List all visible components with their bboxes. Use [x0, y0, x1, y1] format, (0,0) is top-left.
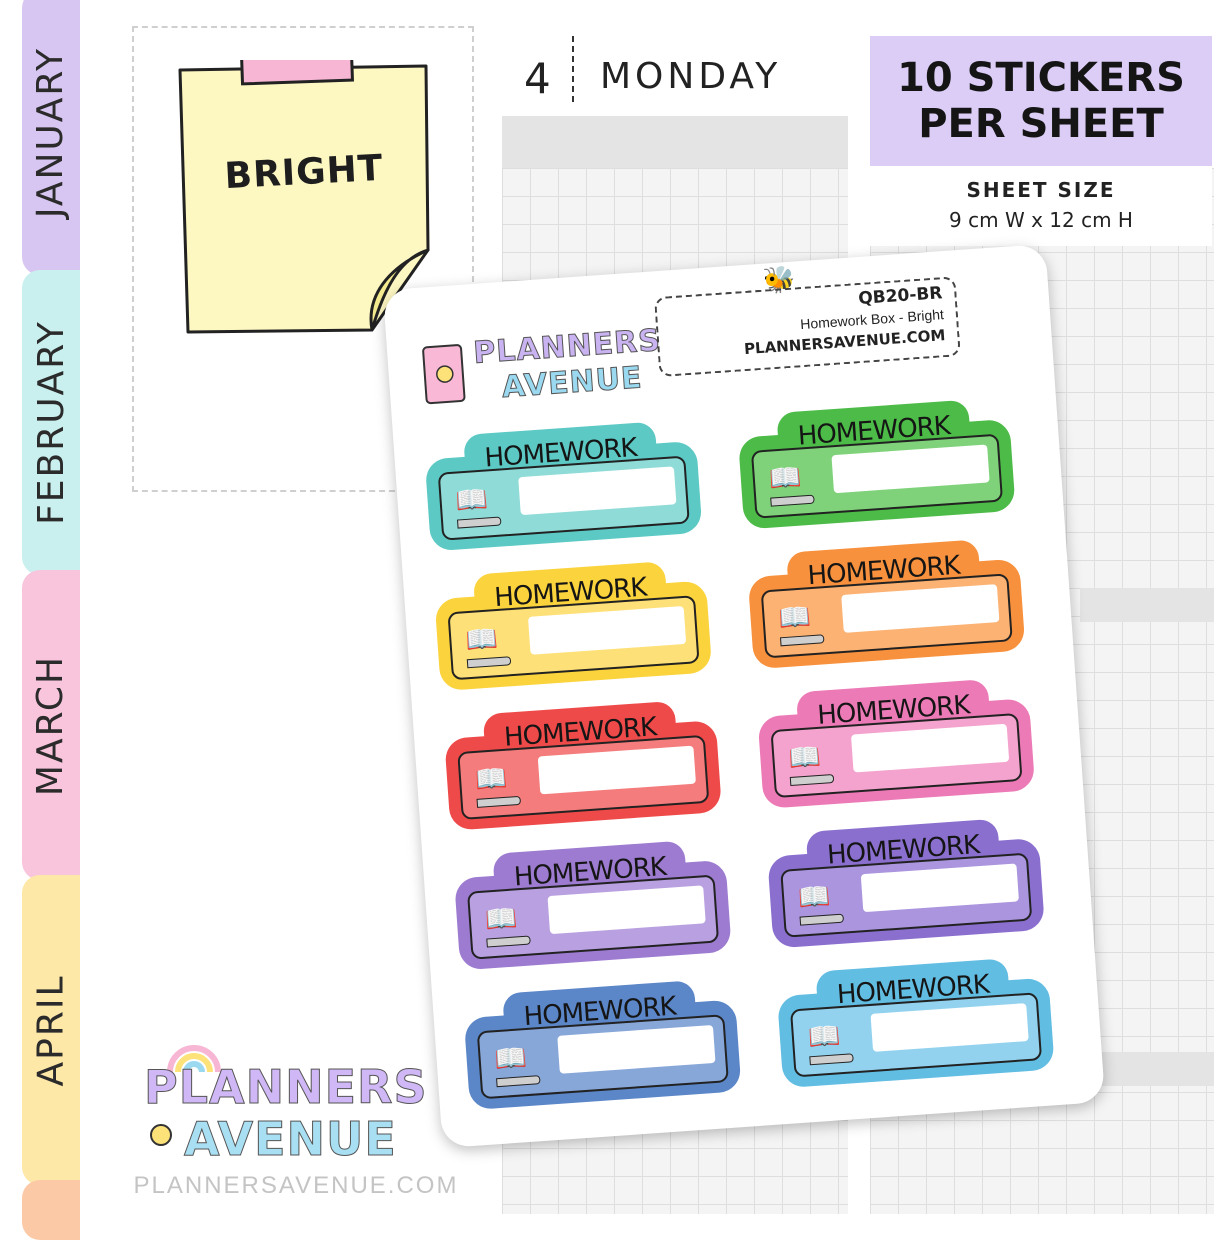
- tab-march[interactable]: MARCH: [22, 570, 80, 880]
- sticky-note-label: BRIGHT: [223, 147, 385, 198]
- homework-sticker: HOMEWORK📖: [776, 956, 1055, 1089]
- homework-sticker: HOMEWORK📖: [766, 816, 1046, 949]
- book-icon: 📖: [777, 601, 813, 634]
- book-icon: 📖: [493, 1042, 529, 1075]
- book-icon: 📖: [797, 880, 832, 913]
- book-icon: 📖: [483, 902, 519, 935]
- book-icon: 📖: [464, 623, 499, 656]
- sticky-note-icon: [178, 60, 430, 334]
- banner-line-2: PER SHEET: [918, 101, 1164, 147]
- homework-sticker: HOMEWORK📖: [453, 838, 732, 971]
- sheet-size-title: SHEET SIZE: [966, 178, 1116, 202]
- tab-label: FEBRUARY: [30, 320, 72, 525]
- book-icon: 📖: [806, 1020, 842, 1053]
- grid-band: [1080, 588, 1214, 622]
- sun-icon: [150, 1124, 172, 1146]
- homework-sticker: HOMEWORK📖: [746, 537, 1026, 670]
- tab-label: JANUARY: [30, 46, 72, 219]
- book-icon: 📖: [767, 461, 803, 494]
- footer-logo-line-2: AVENUE: [184, 1112, 397, 1167]
- homework-sticker: HOMEWORK📖: [433, 558, 713, 692]
- footer-logo: PLANNERS AVENUE: [140, 1040, 460, 1167]
- homework-sticker: HOMEWORK📖: [443, 698, 723, 831]
- month-tabs: JANUARY FEBRUARY MARCH APRIL: [0, 0, 80, 1240]
- rainbow-icon: [167, 1045, 221, 1073]
- footer-url: PLANNERSAVENUE.COM: [133, 1172, 459, 1199]
- product-info-box: QB20-BR Homework Box - Bright PLANNERSAV…: [653, 276, 961, 378]
- homework-sticker: HOMEWORK📖: [462, 977, 742, 1111]
- homework-sticker: HOMEWORK📖: [423, 419, 703, 552]
- sticker-sheet: PLANNERS AVENUE 🐝 QB20-BR Homework Box -…: [382, 243, 1106, 1149]
- sticker-count-banner: 10 STICKERS PER SHEET: [870, 36, 1212, 166]
- tab-february[interactable]: FEBRUARY: [22, 270, 80, 575]
- day-number: 4: [524, 54, 551, 103]
- tab-label: APRIL: [30, 973, 72, 1087]
- tab-label: MARCH: [30, 654, 72, 796]
- sheet-logo: PLANNERS AVENUE: [418, 317, 662, 422]
- homework-sticker: HOMEWORK📖: [736, 397, 1016, 530]
- day-divider: [572, 36, 574, 102]
- homework-sticker: HOMEWORK📖: [756, 676, 1036, 809]
- banner-line-1: 10 STICKERS: [897, 55, 1185, 101]
- sheet-size-value: 9 cm W x 12 cm H: [949, 208, 1133, 232]
- tab-april[interactable]: APRIL: [22, 875, 80, 1185]
- notebook-icon: [422, 344, 466, 405]
- footer-logo-line-1: PLANNERS: [144, 1060, 428, 1115]
- book-icon: 📖: [454, 483, 490, 516]
- tab-january[interactable]: JANUARY: [22, 0, 80, 275]
- book-icon: 📖: [474, 762, 509, 795]
- day-name: MONDAY: [600, 56, 782, 97]
- day-header-bar: [502, 116, 848, 168]
- tab-may[interactable]: [22, 1180, 80, 1240]
- notes-box: [132, 26, 474, 492]
- sheet-size-box: SHEET SIZE 9 cm W x 12 cm H: [870, 166, 1212, 246]
- book-icon: 📖: [787, 740, 822, 774]
